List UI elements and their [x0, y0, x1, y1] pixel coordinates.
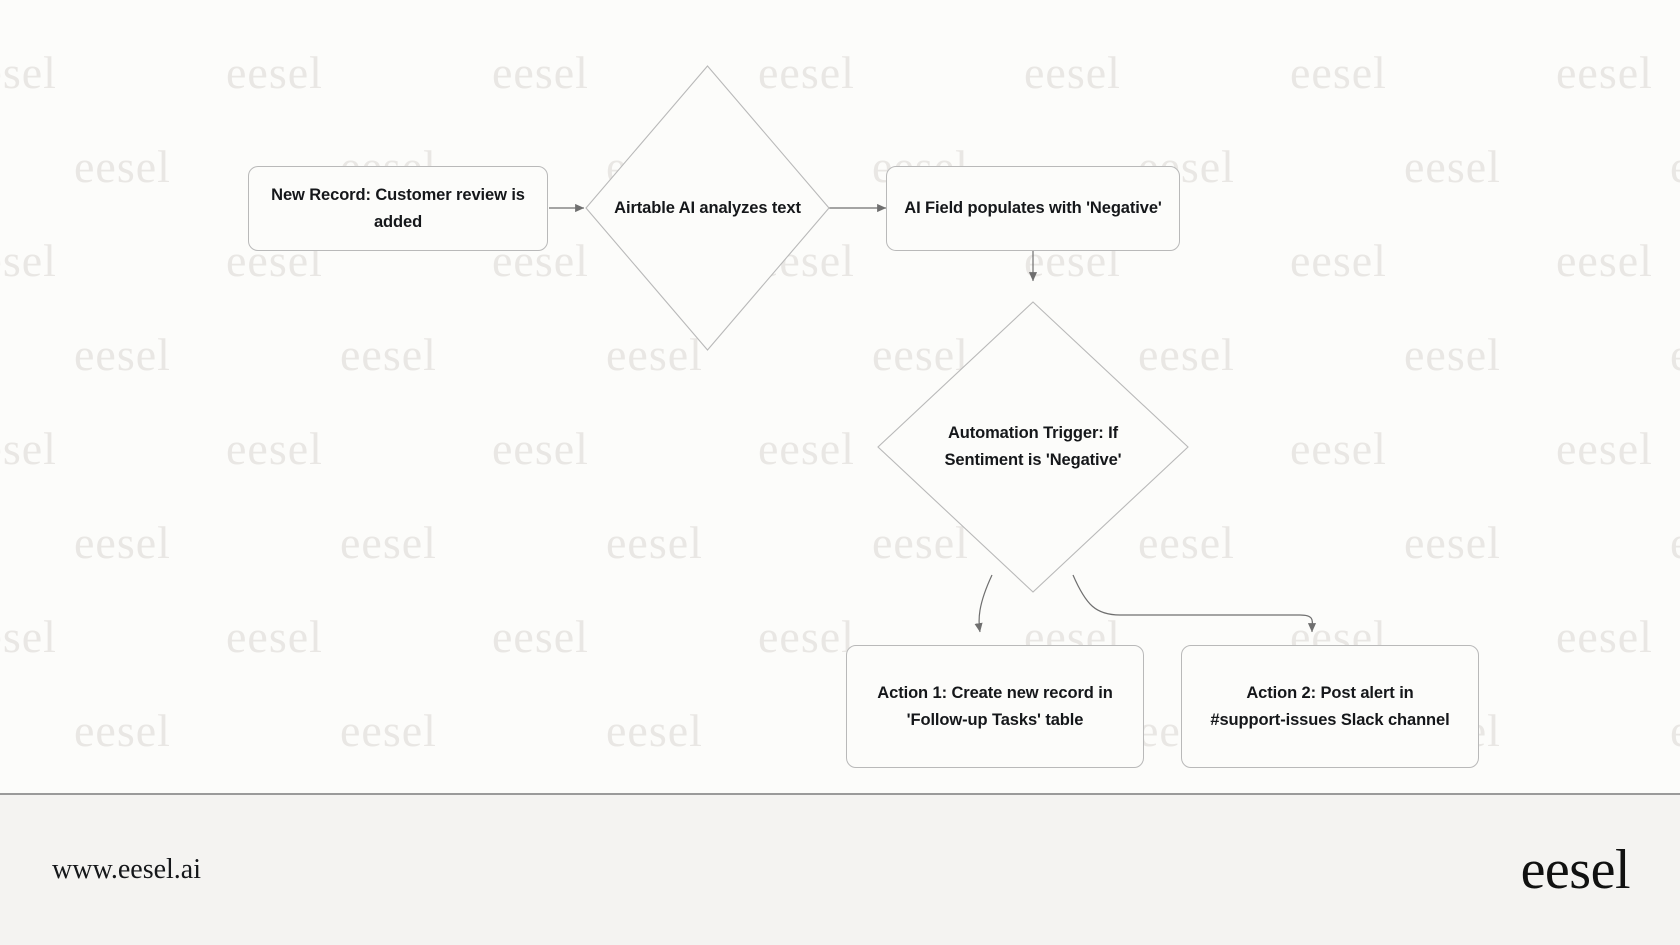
footer-logo: eesel: [1520, 839, 1631, 901]
node-automation-trigger[interactable]: Automation Trigger: If Sentiment is 'Neg…: [877, 301, 1189, 593]
node-label: Airtable AI analyzes text: [614, 198, 801, 217]
node-new-record-trigger[interactable]: New Record: Customer review is added: [248, 166, 548, 251]
diamond-outline: [585, 65, 830, 351]
node-label: Automation Trigger: If Sentiment is 'Neg…: [944, 424, 1122, 469]
footer-url[interactable]: www.eesel.ai: [52, 854, 202, 885]
node-action-2[interactable]: Action 2: Post alert in #support-issues …: [1181, 645, 1479, 768]
node-label: Action 1: Create new record in 'Follow-u…: [877, 683, 1113, 729]
node-label: Action 2: Post alert in #support-issues …: [1210, 683, 1450, 729]
node-label: AI Field populates with 'Negative': [904, 199, 1162, 218]
diamond-outline: [877, 301, 1189, 593]
node-action-1[interactable]: Action 1: Create new record in 'Follow-u…: [846, 645, 1144, 768]
edge-automation-trigger-to-action-2: [1072, 574, 1317, 633]
page-footer: www.eesel.ai eesel: [0, 793, 1680, 945]
edge-automation-trigger-to-action-1: [974, 574, 993, 633]
node-label: New Record: Customer review is added: [271, 185, 525, 231]
flowchart-edges: [549, 203, 1317, 633]
node-airtable-ai-analyzes[interactable]: Airtable AI analyzes text: [585, 65, 830, 351]
node-ai-field-populates[interactable]: AI Field populates with 'Negative': [886, 166, 1180, 251]
